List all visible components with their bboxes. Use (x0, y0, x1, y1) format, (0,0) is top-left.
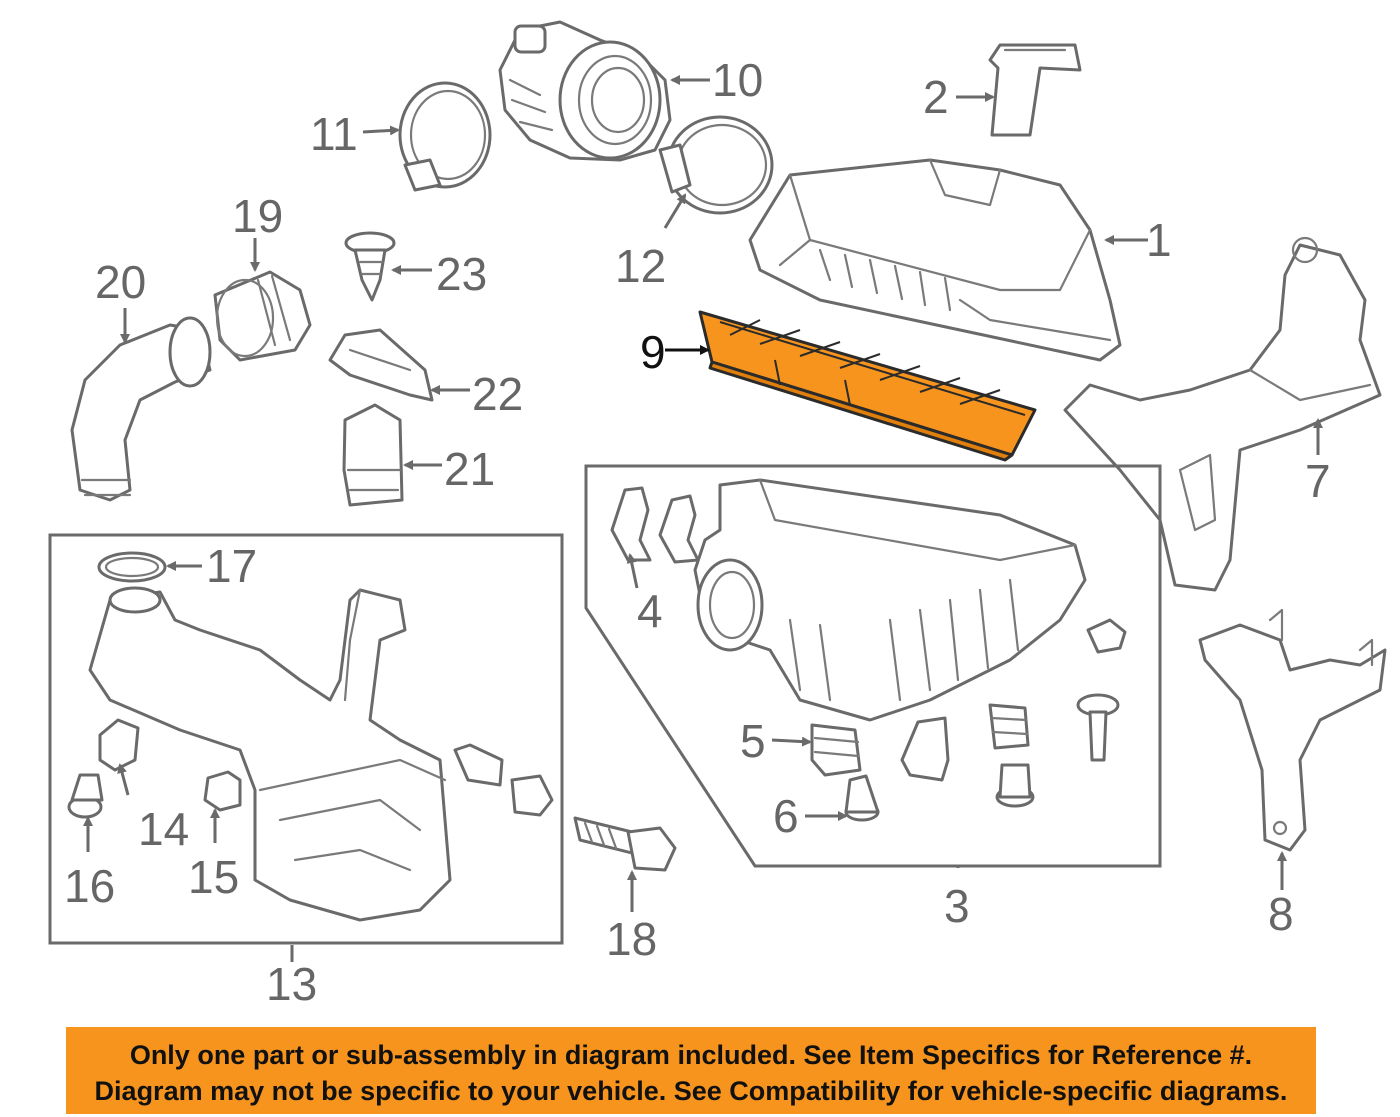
callout-21: 21 (444, 443, 495, 495)
part-8-bracket (1198, 608, 1387, 852)
callout-6: 6 (773, 790, 799, 842)
callout-13: 13 (266, 958, 317, 1010)
part-23-clip (344, 231, 396, 302)
callout-labels: 1 2 3 4 5 6 7 8 9 10 11 12 13 14 15 16 1… (64, 54, 1331, 1010)
callout-15: 15 (188, 851, 239, 903)
callout-18: 18 (606, 913, 657, 965)
callout-5: 5 (740, 715, 766, 767)
part-5-grommet (810, 723, 862, 777)
callout-2: 2 (923, 71, 949, 123)
part-6-collar (844, 774, 880, 822)
callout-3: 3 (944, 880, 970, 932)
part-21-duct (342, 403, 404, 507)
disclaimer-line-2: Diagram may not be specific to your vehi… (94, 1076, 1288, 1106)
group-13-small-parts (67, 718, 554, 819)
part-22-bracket (328, 328, 434, 402)
group-13-box (48, 533, 564, 945)
part-17-gasket (97, 551, 167, 583)
callout-12: 12 (615, 240, 666, 292)
part-19-rubber-boot (213, 270, 312, 362)
callout-17: 17 (206, 540, 257, 592)
callout-14: 14 (138, 803, 189, 855)
callout-8: 8 (1268, 888, 1294, 940)
callout-9: 9 (640, 326, 666, 378)
callout-22: 22 (472, 368, 523, 420)
group-3-hardware (900, 618, 1127, 808)
disclaimer-banner: Only one part or sub-assembly in diagram… (66, 1027, 1316, 1114)
callout-1: 1 (1146, 214, 1172, 266)
callout-4: 4 (637, 585, 663, 637)
part-7-bracket (1063, 236, 1382, 592)
callout-23: 23 (436, 248, 487, 300)
part-10-airflow-housing (498, 20, 672, 162)
callout-16: 16 (64, 860, 115, 912)
part-1-upper-cover (748, 158, 1122, 362)
part-11-clamp (398, 81, 492, 192)
part-12-clamp (658, 115, 774, 215)
callout-7: 7 (1305, 455, 1331, 507)
callout-19: 19 (232, 190, 283, 242)
callout-20: 20 (95, 256, 146, 308)
part-13-resonator (88, 586, 452, 922)
part-3-lower-case (693, 478, 1087, 722)
part-9-air-filter (698, 310, 1037, 462)
leader-arrows (83, 75, 1323, 962)
callout-11: 11 (310, 108, 358, 160)
callout-10: 10 (712, 54, 763, 106)
disclaimer-line-1: Only one part or sub-assembly in diagram… (129, 1040, 1253, 1070)
part-18-bolt (573, 816, 677, 872)
part-4-clips (610, 486, 700, 564)
part-2-sensor (988, 43, 1082, 137)
part-20-intake-pipe (70, 316, 212, 502)
